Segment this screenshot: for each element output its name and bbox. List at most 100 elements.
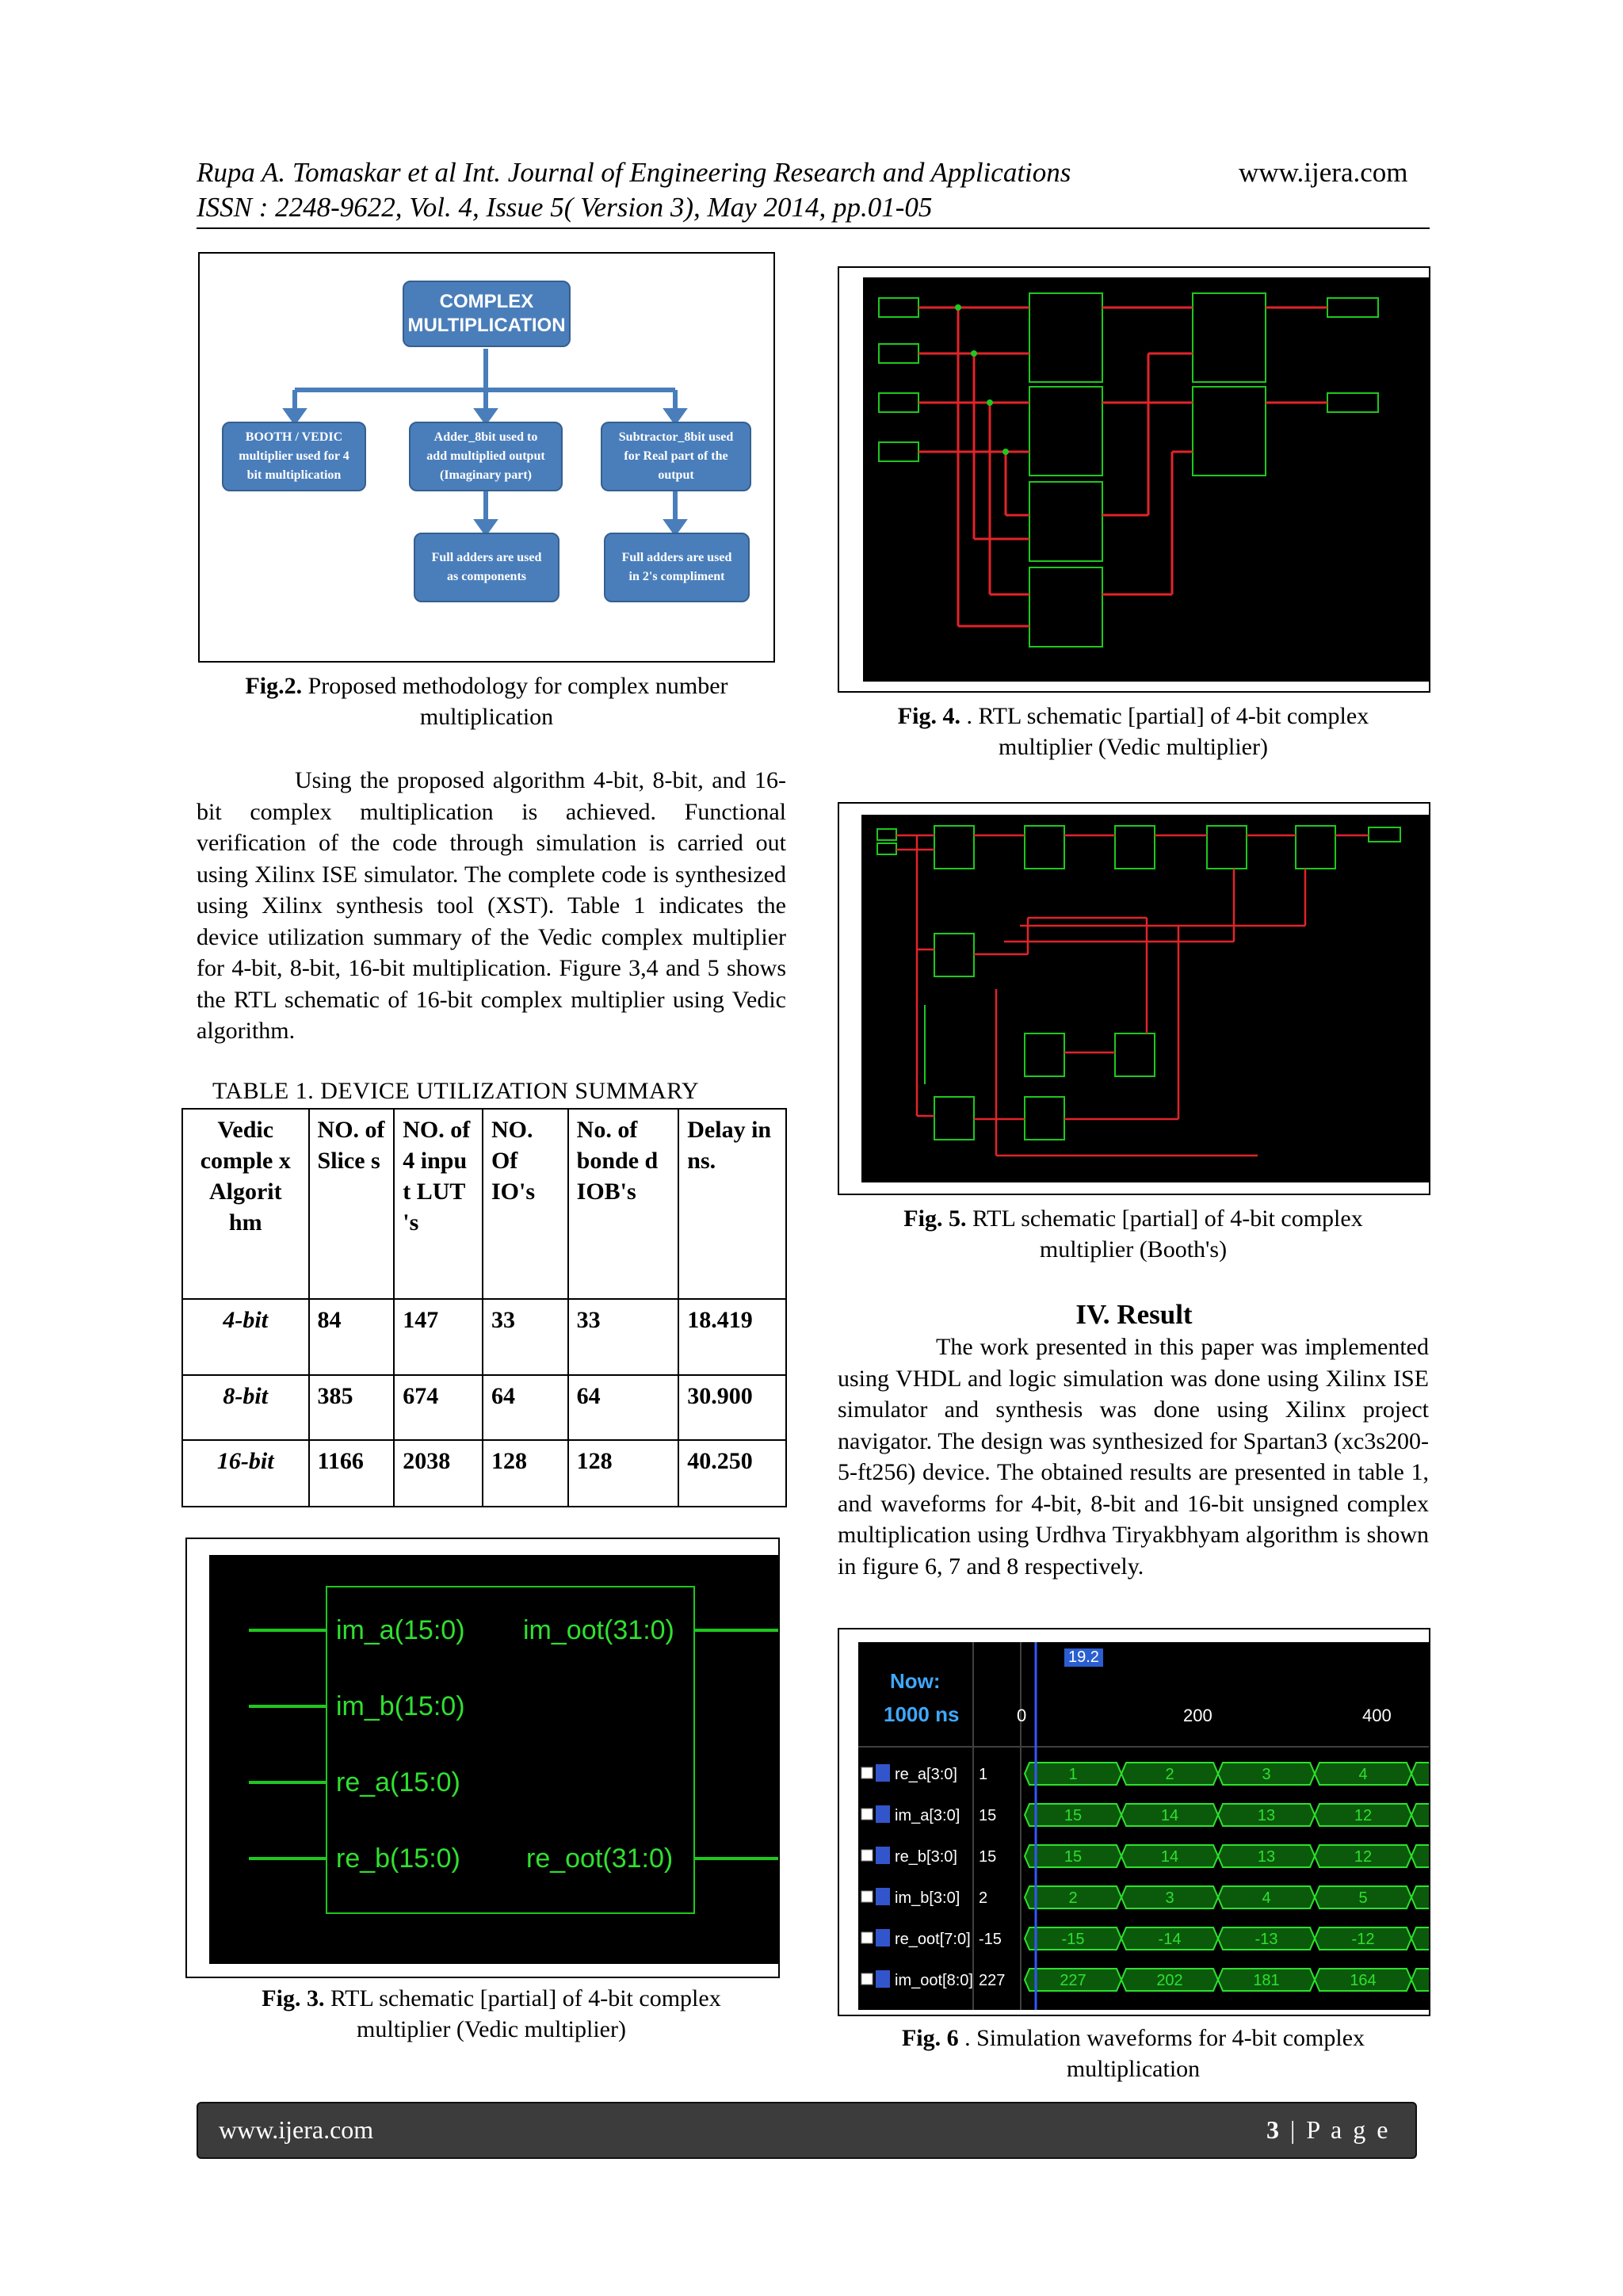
expand-icon [861,1973,873,1985]
caption-label: Fig. 4. [897,703,960,729]
wave-segment [1410,1844,1429,1868]
wave-segment [1410,1927,1429,1950]
figure-3-frame: im_a(15:0) im_b(15:0) re_a(15:0) re_b(15… [185,1538,780,1978]
signal-name: re_oot[7:0] [895,1931,971,1948]
port-label-im-a: im_a(15:0) [336,1615,465,1645]
flow-box-line: BOOTH / VEDIC [245,430,343,444]
table-1: Vedic comple x Algorit hm NO. of Slice s… [181,1108,787,1507]
caption-label: Fig. 3. [262,1985,325,2011]
expand-icon [861,1808,873,1820]
table-cell: 2038 [393,1439,483,1507]
sim-tick-label: 400 [1362,1706,1392,1725]
sim-now-value: 1000 ns [884,1702,960,1726]
table-cell: 16-bit [181,1439,310,1507]
table-cell: 128 [481,1439,569,1507]
figure-2-connectors [282,349,688,537]
table-cell: 674 [393,1374,483,1441]
figure-4-frame [838,266,1430,693]
section-4-heading: IV. Result [1075,1299,1193,1330]
wave-segment [1410,1885,1429,1909]
figure-5-netlist [876,825,1401,1157]
expand-icon [861,1767,873,1779]
port-label-re-b: re_b(15:0) [336,1843,460,1874]
figure-3-wires [249,1586,778,1914]
table-cell: 84 [307,1298,395,1376]
expand-icon [861,1849,873,1862]
section-4-paragraph: The work presented in this paper was imp… [838,1334,1429,1580]
caption-label: Fig. 5. [903,1205,967,1232]
signal-value: 15 [979,1848,996,1866]
wave-value: 4 [1358,1766,1367,1783]
wave-value: 3 [1165,1889,1174,1907]
wave-value: 1 [1068,1766,1077,1783]
flow-box-line: for Real part of the [624,449,728,463]
flow-box-line: Full adders are used [621,551,732,564]
figure-3-schematic: im_a(15:0) im_b(15:0) re_a(15:0) re_b(15… [209,1555,778,1964]
wave-value: 14 [1161,1848,1178,1866]
flow-box-line: bit multiplication [246,468,342,482]
page-footer-bar [197,2102,1417,2159]
running-header-url: www.ijera.com [1239,157,1408,188]
table-cell: 8-bit [181,1374,310,1441]
header-rule [197,227,1430,229]
port-label-re-oot: re_oot(31:0) [526,1843,674,1874]
table-cell: 40.250 [678,1439,787,1507]
signal-name: im_b[3:0] [895,1889,960,1907]
signal-name: re_b[3:0] [895,1848,957,1866]
wave-value: 12 [1354,1848,1372,1866]
wave-value: -12 [1352,1931,1375,1948]
table-header-row: Vedic comple x Algorit hm NO. of Slice s… [181,1108,787,1300]
figure-3-caption: Fig. 3. RTL schematic [partial] of 4-bit… [214,1983,769,2045]
flow-box-adder: Adder_8bit used to add multiplied output (… [409,422,563,491]
flow-box-line: output [658,468,694,482]
figure-5-caption: Fig. 5. RTL schematic [partial] of 4-bit… [856,1203,1411,1265]
expand-icon [861,1890,873,1903]
figure-6-frame: re_a[3:0]112345im_a[3:0]151514131211re_b… [838,1628,1430,2016]
wave-value: 13 [1258,1848,1275,1866]
wave-value: 227 [1060,1972,1086,1989]
figure-4-netlist [878,292,1379,648]
wave-value: 15 [1064,1848,1082,1866]
flow-box-line: (Imaginary part) [440,468,532,482]
page-number: 3 [1266,2115,1281,2144]
sim-cursor-label: 19.2 [1064,1648,1103,1667]
wave-value: 13 [1258,1807,1275,1824]
wave-value: 181 [1253,1972,1279,1989]
signal-name: re_a[3:0] [895,1766,957,1783]
signal-value: -15 [979,1931,1002,1948]
wave-value: -14 [1159,1931,1182,1948]
footer-page: 3 | P a g e [1266,2115,1390,2145]
table-cell: 33 [481,1298,569,1376]
table-row: 8-bit 385 674 64 64 30.900 [181,1374,787,1441]
flow-box-line: Adder_8bit used to [433,430,538,444]
table-header-cell: NO. Of IO's [481,1108,569,1300]
sim-tick-label: 200 [1183,1706,1212,1725]
flow-box-line: as components [446,570,526,583]
table-cell: 33 [567,1298,680,1376]
running-header-journal: Rupa A. Tomaskar et al Int. Journal of E… [197,157,1071,188]
caption-text: . RTL schematic [partial] of 4-bit compl… [966,703,1369,760]
figure-5-frame [838,802,1430,1195]
bus-icon [876,1888,890,1905]
wave-value: 3 [1262,1766,1270,1783]
table-header-cell: Delay in ns. [678,1108,787,1300]
table-cell: 385 [307,1374,395,1441]
signal-value: 227 [979,1972,1005,1989]
flow-box-line: multiplier used for 4 [239,449,349,463]
caption-text: RTL schematic [partial] of 4-bit complex… [972,1205,1363,1263]
caption-label: Fig.2. [245,673,303,699]
wave-segment [1410,1803,1429,1827]
table-cell: 4-bit [181,1298,310,1376]
table-cell: 128 [567,1439,680,1507]
flow-box-line: add multiplied output [426,449,545,463]
expand-icon [861,1931,873,1944]
sim-now-label: Now: [890,1669,941,1693]
signal-name: im_a[3:0] [895,1807,960,1824]
port-label-im-oot: im_oot(31:0) [523,1615,674,1645]
table-cell: 18.419 [678,1298,787,1376]
wave-value: 164 [1350,1972,1376,1989]
